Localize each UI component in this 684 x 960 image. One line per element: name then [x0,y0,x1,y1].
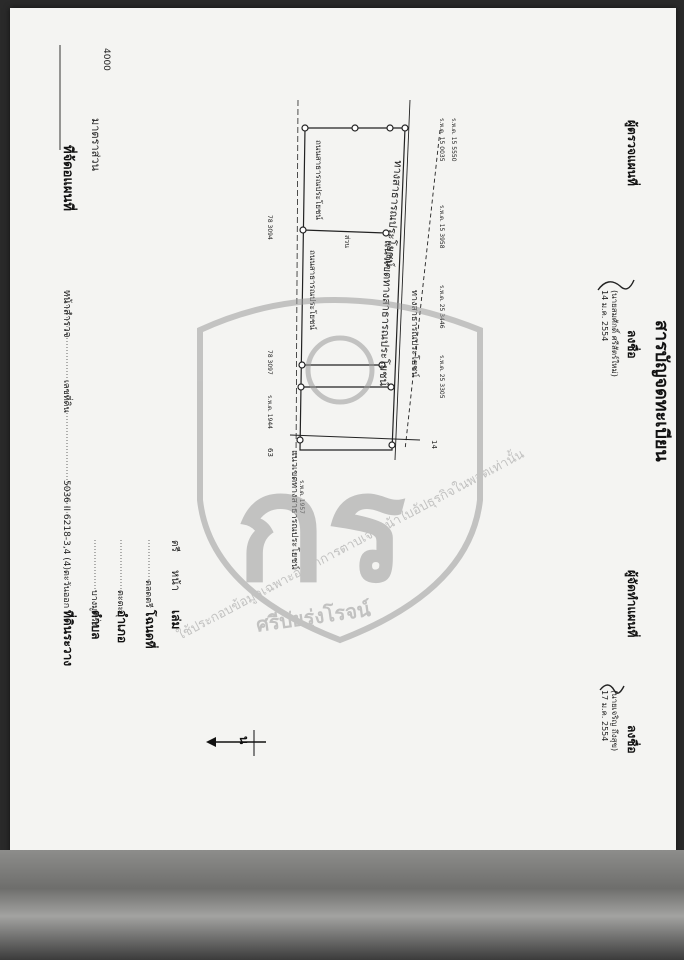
marker-point [297,383,305,391]
signed-label-left: ลงชื่อ [625,725,641,754]
scale-label: มาตราส่วน [89,118,102,172]
watermark-shield [197,297,483,644]
parcel-plot [289,99,441,461]
inspector-label: ผู้ตรวจแผนที่ [624,120,641,186]
footer: สารบัญจดทะเบียน ลงชื่อ ผู้จัดทำแผนที่ (น… [597,120,672,754]
marker-point [298,361,306,369]
date-left: 17 ม.ค. 2554 [600,690,609,741]
page-value: ตรี [169,540,181,552]
date-right: 14 ม.ค. 2554 [600,290,609,341]
code-label: 63 [266,448,274,457]
name-left: (นายเจริญ ถึงสุข) [610,690,619,751]
watermark-letters: กร [235,442,406,616]
road-lower-label: แนวเขตทางสาธารณประโยชน์ [377,240,396,387]
survey-line [289,434,421,441]
code-label: ร.ห.ต. 1944 [266,395,273,429]
marker-point [387,383,395,391]
signature-right [597,279,635,291]
watermark-emblem [305,335,375,405]
road-lower-label-2: แนวเขตทางสาธารณประโยชน์ [289,450,301,570]
map-maker-label: ผู้จัดทำแผนที่ [624,570,641,637]
scale-value: 4000 [101,48,111,71]
marker-point [301,124,309,132]
code-label: ร.ห.ต. 1957 [298,480,305,514]
plot-codes: ร.ห.ต. 15 0035 ร.ห.ต. 15 3958 ร.ห.ต. 25 … [266,118,457,514]
signature-left [599,684,625,694]
north-label: น [237,736,251,745]
road-top-label: ถนนสาธารณประโยชน์ [314,140,324,220]
registration-title: สารบัญจดทะเบียน [651,320,672,462]
survey-label: หน้าสำรวจ [61,290,73,338]
canal-edge [404,129,441,451]
parcel-value: 5036 II 6218-3,4 (4)ตะวันออก [61,480,71,608]
deed-label: โฉนดที่ [143,609,159,649]
tambon-label: ตำบล [89,610,103,640]
marker-point [386,124,394,132]
code-label: 14 [430,440,438,449]
parcel-outline [299,127,406,451]
road-edge [394,99,411,461]
code-label: ร.ห.ต. 15 0035 [438,118,445,162]
tambon-value: บางมูดรั่ง [89,590,102,626]
marker-point [388,441,396,449]
code-label: ร.ห.ต. 15 5550 [450,118,457,162]
name-right: (นายสมศักดิ์ ศรีสัตร์ใหม่) [610,290,621,377]
amphoe-label: อำเภอ [115,610,129,643]
boundary-line [295,99,299,461]
table-surface [0,850,684,960]
map-sheet-label: ที่จ้ดอแผนที่ [60,145,78,211]
deed-value: ตลดตรี [143,580,154,608]
code-label: 78 3097 [266,350,273,375]
north-arrow: น [206,730,266,756]
code-label: 78 3094 [266,215,273,240]
marker-point [401,124,409,132]
marker-point [299,226,307,234]
marker-point [351,124,359,132]
document-paper [10,8,676,928]
marker-point [296,436,304,444]
marker-point [382,229,390,237]
header-block: ที่จ้ดอแผนที่ มาตราส่วน 4000 [59,45,111,211]
parcel-no-label: เลขที่ดิน [61,380,74,413]
area-mid-label: ส่วน [343,235,351,248]
code-label: ร.ห.ต. 25 3305 [438,355,445,399]
canal-label-2: ทางสาธารณประโยชน์ [409,290,421,378]
watermark: กร ศรีบัยรุ่งโรจน์ ใช้ประกอบข้อมูลเฉพาะอ… [173,297,527,644]
code-label: ร.ห.ต. 25 3446 [438,285,445,329]
marker-point [378,361,386,369]
road-side-label: ถนนสาธารณประโยชน์ [308,250,318,330]
page-label: หน้า [169,570,182,591]
deed-info: ที่ดินระวาง 5036 II 6218-3,4 (4)ตะวันออก… [61,290,183,666]
parcel-divider-1 [302,229,387,234]
signed-label-right: ลงชื่อ [625,330,641,359]
code-label: ร.ห.ต. 15 3958 [438,205,445,249]
amphoe-value: ตะตะบุ [115,590,125,617]
book-label: เล่ม [169,610,183,629]
parcel-label: ที่ดินระวาง [61,610,77,666]
